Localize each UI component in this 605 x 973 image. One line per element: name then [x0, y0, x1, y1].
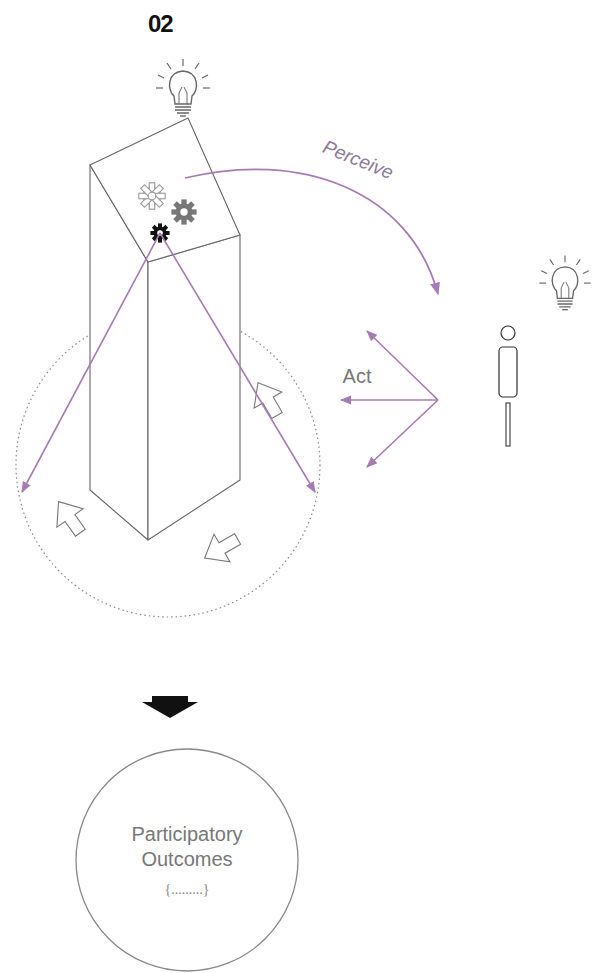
- outcome-circle: Participatory Outcomes {.........}: [75, 748, 299, 972]
- act-label: Act: [343, 365, 372, 388]
- node-body-text: {.........}: [165, 882, 210, 898]
- perceive-label: Perceive: [320, 136, 397, 184]
- node-title: Participatory Outcomes: [107, 822, 267, 872]
- figure-number: 02: [148, 10, 173, 38]
- node-body: Participatory Outcomes {.........}: [75, 748, 299, 972]
